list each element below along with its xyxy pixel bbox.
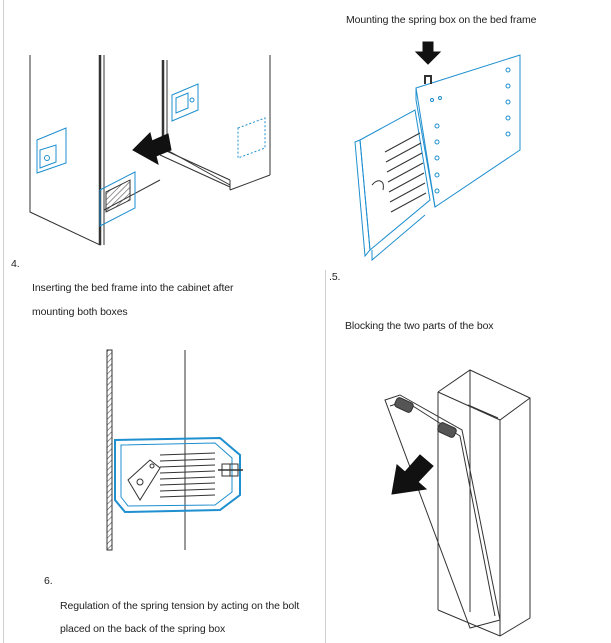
panel6-spring-tension-illustration — [106, 349, 243, 551]
panel5-number: .5. — [329, 271, 341, 283]
panel4-caption-line2: mounting both boxes — [32, 306, 128, 318]
panel5-wardrobe-illustration — [384, 369, 531, 637]
panel3-caption: Mounting the spring box on the bed frame — [346, 14, 537, 26]
center-divider-line — [325, 270, 326, 643]
panel5-caption: Blocking the two parts of the box — [345, 320, 494, 332]
panel4-caption-line1: Inserting the bed frame into the cabinet… — [32, 282, 234, 294]
left-margin-line — [3, 0, 4, 643]
panel4-cabinet-illustration — [29, 55, 271, 246]
panel4-number: 4. — [11, 258, 20, 270]
panel6-number: 6. — [44, 575, 53, 587]
panel3-spring-box-illustration — [354, 41, 521, 262]
panel6-caption-line1: Regulation of the spring tension by acti… — [60, 600, 300, 612]
panel6-caption-line2: placed on the back of the spring box — [60, 623, 226, 635]
